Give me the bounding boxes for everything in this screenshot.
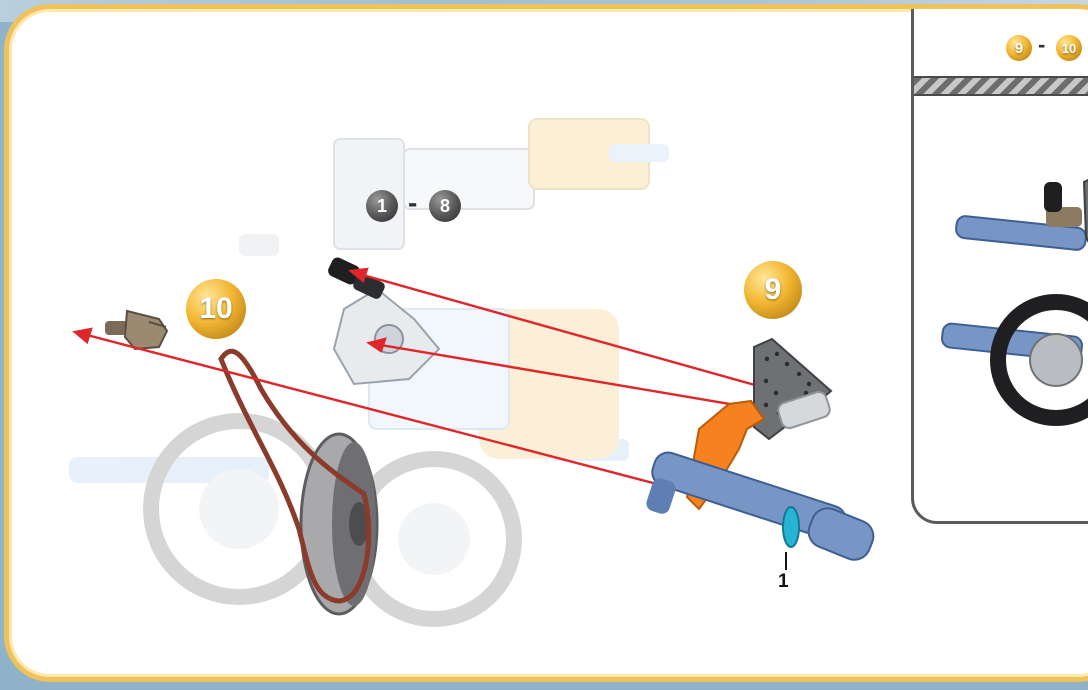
callout-quantity-label: 1 — [778, 571, 789, 593]
step-9-assembly — [644, 339, 878, 565]
step-10-badge: 10 — [186, 279, 246, 339]
step-start-badge: 1 — [366, 190, 398, 222]
step-range-dash: - — [408, 187, 417, 219]
inset-preview-illustration — [914, 4, 1088, 524]
step-end-badge: 8 — [429, 190, 461, 222]
callout-leader-line — [785, 552, 787, 570]
preview-inset: 9 - 10 — [911, 4, 1088, 524]
instruction-panel: 1 - 8 10 9 9 - 10 1 — [4, 4, 1088, 682]
step-9-badge: 9 — [744, 261, 802, 319]
pulley-wheel — [301, 434, 377, 614]
